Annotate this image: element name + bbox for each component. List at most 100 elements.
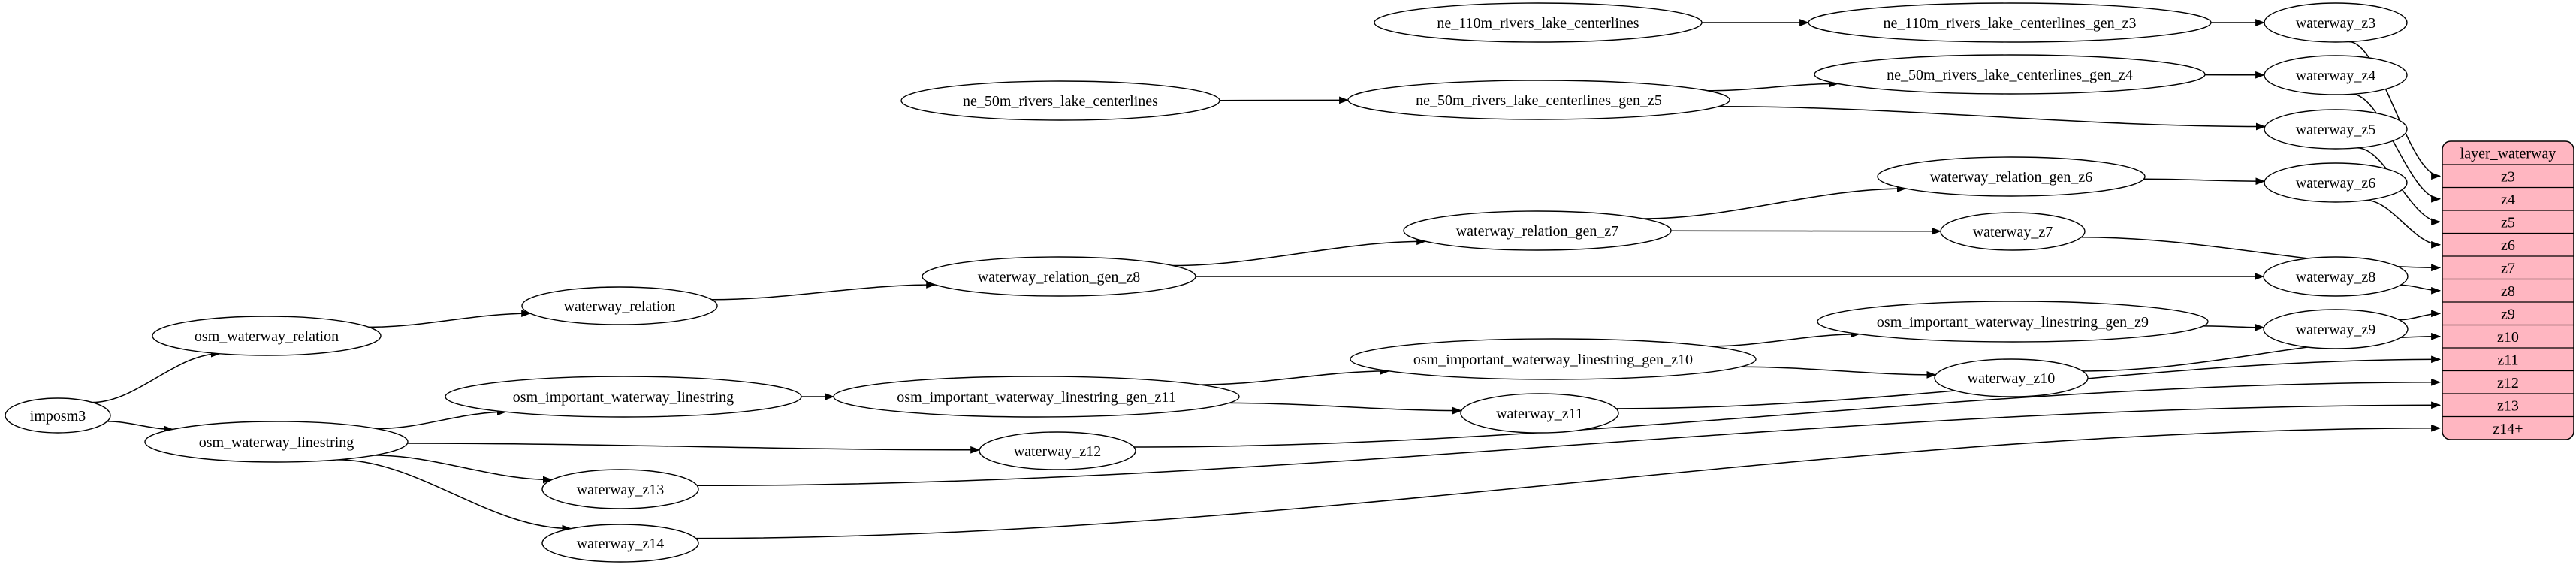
node-osm_important_waterway_linestring_gen_z11: osm_important_waterway_linestring_gen_z1… xyxy=(833,376,1240,418)
node-waterway_z7: waterway_z7 xyxy=(1940,212,2086,251)
node-ne_50m_rivers_lake_centerlines_gen_z5: ne_50m_rivers_lake_centerlines_gen_z5 xyxy=(1347,80,1730,120)
node-label-osm_waterway_linestring: osm_waterway_linestring xyxy=(199,434,354,451)
edge-osm_important_waterway_linestring_gen_z10-to-waterway_z10 xyxy=(1740,366,1937,379)
table-row-z5: z5 xyxy=(2501,214,2515,231)
node-waterway_z5: waterway_z5 xyxy=(2264,109,2408,150)
edge-waterway_relation_gen_z8-to-waterway_relation_gen_z7 xyxy=(1172,237,1427,267)
node-ellipse-waterway_relation_gen_z7 xyxy=(1403,210,1672,251)
edge-osm_important_waterway_linestring_gen_z9-to-waterway_z9 xyxy=(2203,323,2265,331)
nodes-layer: imposm3 osm_waterway_relation osm_waterway… xyxy=(5,2,2409,563)
node-ellipse-imposm3 xyxy=(5,397,111,434)
node-waterway_z4: waterway_z4 xyxy=(2264,55,2408,95)
table-row-z3: z3 xyxy=(2501,168,2515,185)
node-ne_110m_rivers_lake_centerlines_gen_z3: ne_110m_rivers_lake_centerlines_gen_z3 xyxy=(1808,2,2212,43)
node-waterway_z13: waterway_z13 xyxy=(541,469,699,509)
node-ellipse-waterway_relation_gen_z8 xyxy=(922,256,1196,297)
node-waterway_z10: waterway_z10 xyxy=(1934,358,2089,397)
table-row-z4: z4 xyxy=(2501,192,2515,208)
table-row-z8: z8 xyxy=(2501,283,2515,300)
node-ellipse-waterway_z6 xyxy=(2264,162,2408,203)
node-label-waterway_z11: waterway_z11 xyxy=(1496,406,1583,422)
node-ne_110m_rivers_lake_centerlines: ne_110m_rivers_lake_centerlines xyxy=(1374,2,1703,43)
table-layer: layer_waterwayz3z4z5z6z7z8z9z10z11z12z13… xyxy=(2442,140,2574,440)
node-label-waterway_z7: waterway_z7 xyxy=(1973,224,2053,240)
edge-osm_important_waterway_linestring_gen_z11-to-waterway_z11 xyxy=(1229,402,1462,415)
node-label-waterway_relation_gen_z6: waterway_relation_gen_z6 xyxy=(1930,169,2093,186)
node-waterway_relation: waterway_relation xyxy=(521,286,718,325)
node-label-ne_110m_rivers_lake_centerlines: ne_110m_rivers_lake_centerlines xyxy=(1437,15,1639,32)
node-label-waterway_z4: waterway_z4 xyxy=(2296,68,2376,84)
node-waterway_z14: waterway_z14 xyxy=(541,524,699,563)
node-waterway_relation_gen_z8: waterway_relation_gen_z8 xyxy=(922,256,1196,297)
node-label-waterway_relation: waterway_relation xyxy=(564,298,676,315)
edge-waterway_z4-to-row-1 xyxy=(2351,93,2442,203)
edge-waterway_z9-to-row-6 xyxy=(2399,310,2442,321)
node-ellipse-waterway_z13 xyxy=(541,469,699,509)
node-label-waterway_z13: waterway_z13 xyxy=(577,482,665,498)
node-waterway_z3: waterway_z3 xyxy=(2264,2,2408,43)
node-label-osm_waterway_relation: osm_waterway_relation xyxy=(195,328,339,345)
node-waterway_z8: waterway_z8 xyxy=(2263,256,2409,297)
node-label-osm_important_waterway_linestring_gen_z11: osm_important_waterway_linestring_gen_z1… xyxy=(897,389,1175,406)
node-ne_50m_rivers_lake_centerlines_gen_z4: ne_50m_rivers_lake_centerlines_gen_z4 xyxy=(1814,54,2206,95)
table-row-z10: z10 xyxy=(2497,329,2519,346)
node-waterway_relation_gen_z6: waterway_relation_gen_z6 xyxy=(1877,156,2146,197)
edge-ne_50m_rivers_lake_centerlines_gen_z5-to-ne_50m_rivers_lake_centerlines_gen_z4 xyxy=(1707,80,1839,92)
edge-osm_important_waterway_linestring_gen_z11-to-osm_important_waterway_linestring_gen_z10 xyxy=(1200,367,1390,385)
node-ellipse-osm_important_waterway_linestring_gen_z9 xyxy=(1817,301,2209,343)
node-label-waterway_z12: waterway_z12 xyxy=(1014,443,1102,460)
node-imposm3: imposm3 xyxy=(5,397,111,434)
edge-waterway_z8-to-row-5 xyxy=(2400,284,2442,295)
node-label-waterway_z9: waterway_z9 xyxy=(2296,322,2376,338)
table-row-z14+: z14+ xyxy=(2493,421,2523,437)
node-label-osm_important_waterway_linestring: osm_important_waterway_linestring xyxy=(513,389,734,406)
edge-osm_waterway_linestring-to-waterway_z12 xyxy=(407,443,981,454)
node-label-ne_110m_rivers_lake_centerlines_gen_z3: ne_110m_rivers_lake_centerlines_gen_z3 xyxy=(1884,15,2137,32)
node-waterway_z9: waterway_z9 xyxy=(2263,309,2409,349)
node-ellipse-waterway_z10 xyxy=(1934,358,2089,397)
table-row-z12: z12 xyxy=(2497,375,2519,391)
edge-waterway_relation_gen_z6-to-waterway_z6 xyxy=(2143,177,2266,186)
node-label-ne_50m_rivers_lake_centerlines_gen_z4: ne_50m_rivers_lake_centerlines_gen_z4 xyxy=(1887,67,2133,83)
node-ne_50m_rivers_lake_centerlines: ne_50m_rivers_lake_centerlines xyxy=(900,80,1220,121)
node-label-waterway_z14: waterway_z14 xyxy=(577,536,665,552)
edge-imposm3-to-osm_waterway_linestring xyxy=(107,421,174,434)
node-ellipse-osm_important_waterway_linestring_gen_z10 xyxy=(1350,338,1757,380)
table-row-z6: z6 xyxy=(2501,237,2515,254)
node-ellipse-ne_110m_rivers_lake_centerlines xyxy=(1374,2,1703,43)
table-row-z9: z9 xyxy=(2501,306,2515,322)
edge-waterway_z14-to-row-11 xyxy=(695,424,2442,539)
node-label-waterway_z3: waterway_z3 xyxy=(2296,15,2376,32)
node-label-osm_important_waterway_linestring_gen_z10: osm_important_waterway_linestring_gen_z1… xyxy=(1413,352,1693,368)
node-label-osm_important_waterway_linestring_gen_z9: osm_important_waterway_linestring_gen_z9 xyxy=(1877,314,2149,331)
node-ellipse-osm_important_waterway_linestring_gen_z11 xyxy=(833,376,1240,418)
edge-ne_50m_rivers_lake_centerlines_gen_z5-to-waterway_z5 xyxy=(1718,106,2266,131)
node-label-waterway_z5: waterway_z5 xyxy=(2296,122,2376,138)
node-label-waterway_relation_gen_z7: waterway_relation_gen_z7 xyxy=(1456,223,1619,240)
node-ellipse-ne_50m_rivers_lake_centerlines_gen_z5 xyxy=(1347,80,1730,120)
edge-waterway_z13-to-row-10 xyxy=(697,401,2442,487)
node-ellipse-waterway_relation xyxy=(521,286,718,325)
node-waterway_relation_gen_z7: waterway_relation_gen_z7 xyxy=(1403,210,1672,251)
edge-imposm3-to-osm_waterway_relation xyxy=(92,349,221,403)
edges-layer xyxy=(92,19,2442,539)
node-osm_waterway_linestring: osm_waterway_linestring xyxy=(144,421,409,463)
node-ellipse-osm_important_waterway_linestring xyxy=(445,376,802,418)
table-row-z7: z7 xyxy=(2501,260,2515,276)
node-ellipse-waterway_z8 xyxy=(2263,256,2409,297)
node-osm_waterway_relation: osm_waterway_relation xyxy=(152,316,382,356)
node-ellipse-waterway_z7 xyxy=(1940,212,2086,251)
node-ellipse-osm_waterway_relation xyxy=(152,316,382,356)
layer-waterway-table-title: layer_waterway xyxy=(2460,146,2556,162)
table-row-z11: z11 xyxy=(2497,352,2518,368)
edge-waterway_z3-to-row-0 xyxy=(2348,41,2442,180)
node-osm_important_waterway_linestring_gen_z10: osm_important_waterway_linestring_gen_z1… xyxy=(1350,338,1757,380)
node-ellipse-waterway_z4 xyxy=(2264,55,2408,95)
node-ellipse-waterway_z9 xyxy=(2263,309,2409,349)
edge-osm_waterway_linestring-to-waterway_z14 xyxy=(337,459,572,533)
node-ellipse-ne_50m_rivers_lake_centerlines_gen_z4 xyxy=(1814,54,2206,95)
node-waterway_z12: waterway_z12 xyxy=(979,431,1136,470)
node-ellipse-waterway_z12 xyxy=(979,431,1136,470)
node-ellipse-osm_waterway_linestring xyxy=(144,421,409,463)
